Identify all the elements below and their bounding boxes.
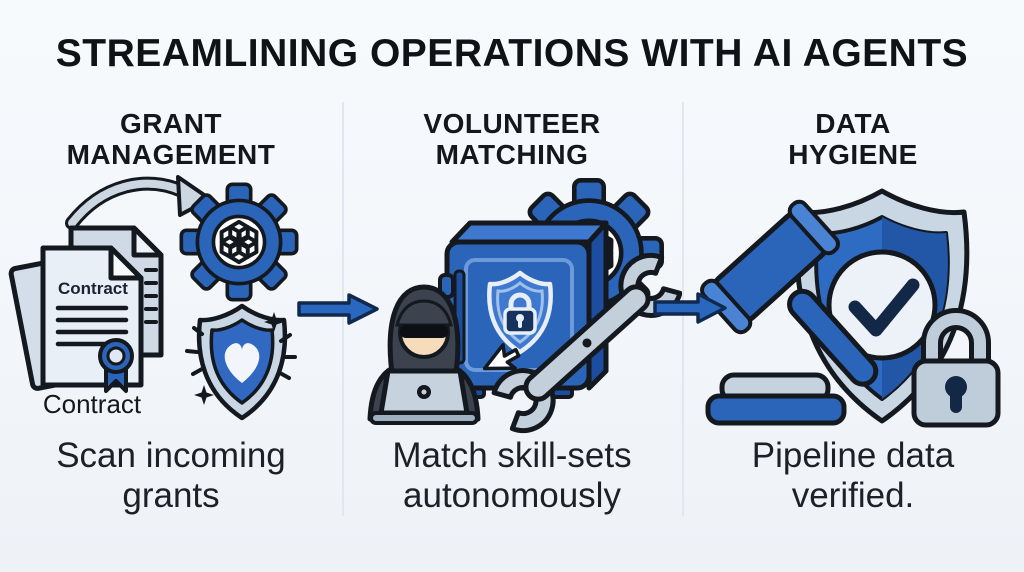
document-label: Contract <box>58 279 128 298</box>
laptop-icon <box>369 368 479 425</box>
column-data-hygiene: DATA HYGIENE <box>682 104 1024 544</box>
data-hygiene-illustration <box>700 188 1001 428</box>
flow-arrow-2-icon <box>653 292 727 324</box>
column-heading-grant-management: GRANT MANAGEMENT <box>66 108 276 171</box>
column-heading-data-hygiene: DATA HYGIENE <box>788 108 918 171</box>
column-caption-grant-management: Scan incoming grants <box>56 435 286 515</box>
column-caption-volunteer-matching: Match skill-sets autonomously <box>392 435 632 515</box>
hooded-hacker-laptop-icon <box>367 284 481 425</box>
sparkles-icon <box>185 325 297 380</box>
grant-management-illustration: Contract Contract <box>8 174 336 420</box>
document-caption: Contract <box>43 389 142 419</box>
ai-agent-gear-icon <box>181 184 296 299</box>
sound-block-icon <box>705 372 847 426</box>
gavel-icon <box>700 199 879 387</box>
column-volunteer-matching: VOLUNTEER MATCHING <box>342 104 682 544</box>
column-grant-management: GRANT MANAGEMENT <box>0 104 342 544</box>
column-heading-volunteer-matching: VOLUNTEER MATCHING <box>423 108 601 171</box>
curved-arrow-icon <box>65 174 212 230</box>
page-title: STREAMLINING OPERATIONS WITH AI AGENTS <box>55 32 969 75</box>
ribbon-seal-icon <box>98 337 134 393</box>
wrench-icon <box>477 238 682 434</box>
lock-shield-icon <box>487 270 553 354</box>
contract-documents-icon: Contract Contract <box>8 225 164 419</box>
heart-shield-icon <box>185 303 297 420</box>
flow-arrow-1-icon <box>297 293 379 325</box>
volunteer-matching-illustration <box>367 175 682 435</box>
sunglasses-icon <box>400 324 448 338</box>
padlock-icon <box>911 307 1001 428</box>
column-caption-data-hygiene: Pipeline data verified. <box>751 435 955 515</box>
cursor-arrow-icon <box>482 342 521 370</box>
